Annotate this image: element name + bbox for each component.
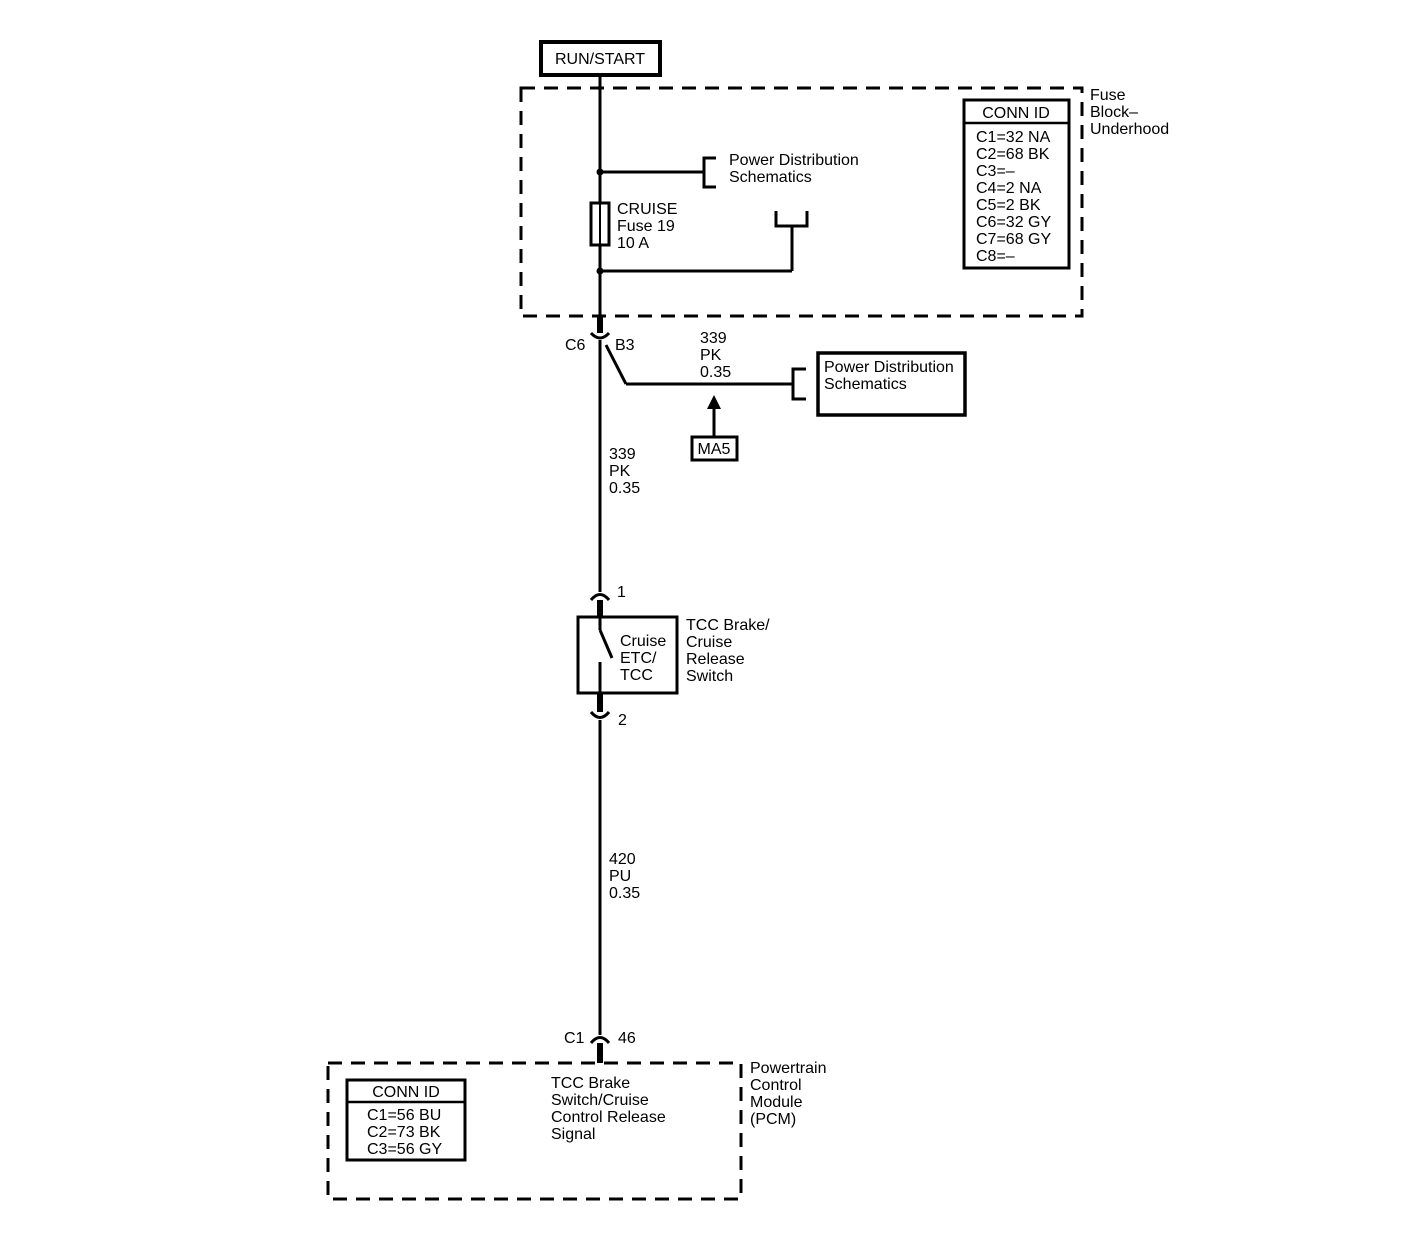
power-dist-box [816, 351, 967, 417]
c6-connector-id: C6 [565, 337, 586, 354]
conn-id-title: CONN ID [982, 105, 1050, 122]
switch-pin1-label: 1 [617, 584, 626, 601]
switch-inner-label: Cruise ETC/ TCC [620, 633, 671, 684]
fuse-block-name: Fuse Block– Underhood [1090, 87, 1169, 138]
bus-bracket [774, 211, 809, 228]
pcm-conn-id-list: C1=56 BU C2=73 BK C3=56 GY [367, 1107, 446, 1158]
switch-contact [598, 629, 614, 659]
fuse-block-outline [519, 86, 1084, 318]
switch-pin2-connector [589, 710, 611, 719]
branch-wire-diagonal [604, 344, 628, 385]
c6-connector-symbol [589, 331, 611, 340]
pcm-connector-symbol [589, 1036, 611, 1045]
tcc-switch-box [576, 615, 679, 695]
power-dist-bracket [702, 156, 716, 189]
power-dist-box-label: Power Distribution Schematics [824, 359, 958, 393]
pcm-signal-label: TCC Brake Switch/Cruise Control Release … [551, 1075, 670, 1143]
ma5-box [690, 435, 739, 462]
fuse-label: CRUISE Fuse 19 10 A [617, 201, 682, 252]
ma5-label: MA5 [698, 441, 731, 458]
pcm-connector-id: C1 [564, 1030, 585, 1047]
wire-339-label: 339 PK 0.35 [609, 446, 640, 497]
branch-wire-label: 339 PK 0.35 [700, 330, 731, 381]
fuse-block-conn-id-table: CONN ID C1=32 NA C2=68 BK C3=– C4=2 NA C… [962, 98, 1071, 270]
power-dist-ref-label: Power Distribution Schematics [729, 152, 863, 186]
pcm-conn-id-title: CONN ID [372, 1084, 440, 1101]
conn-id-list: C1=32 NA C2=68 BK C3=– C4=2 NA C5=2 BK C… [976, 129, 1055, 265]
branch-bracket [791, 367, 806, 401]
pcm-pin-label: 46 [618, 1030, 636, 1047]
ma5-arrowhead [707, 395, 721, 409]
pcm-name: Powertrain Control Module (PCM) [750, 1060, 831, 1128]
b3-pin-label: B3 [615, 337, 635, 354]
run-start-label: RUN/START [555, 51, 645, 68]
switch-name-label: TCC Brake/ Cruise Release Switch [686, 617, 774, 685]
pcm-conn-id-table: CONN ID C1=56 BU C2=73 BK C3=56 GY [345, 1078, 467, 1162]
wire-420-label: 420 PU 0.35 [609, 851, 640, 902]
switch-pin2-label: 2 [618, 712, 627, 729]
switch-pin1-connector [589, 593, 611, 602]
